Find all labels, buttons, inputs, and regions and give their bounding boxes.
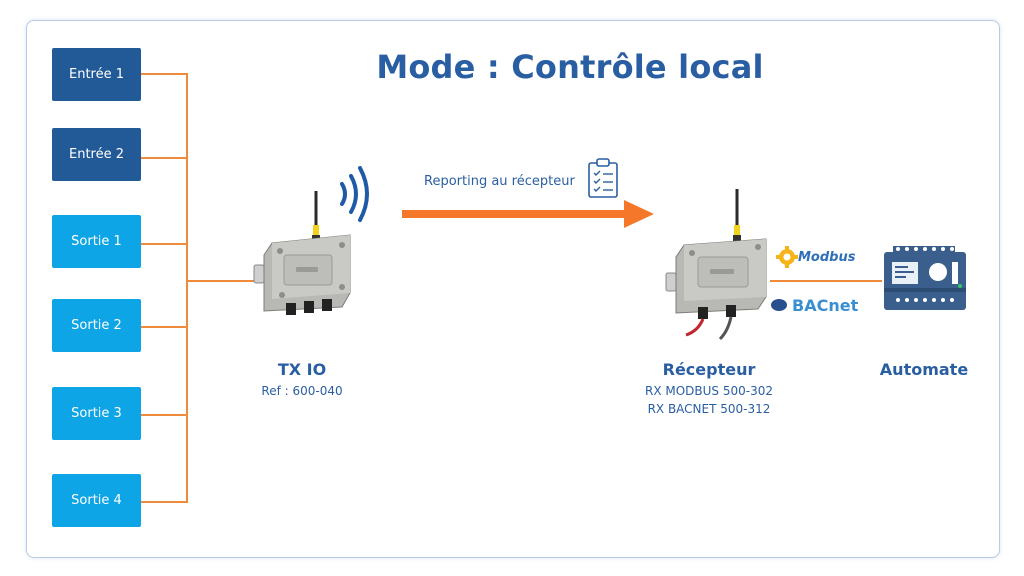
- clipboard-checklist-icon: [588, 158, 618, 198]
- wireless-signal-icon: [340, 166, 369, 222]
- connector-output-2: [141, 326, 187, 328]
- receiver-ref-bacnet: RX BACNET 500-312: [647, 402, 771, 416]
- transmitter-ref: Ref : 600-040: [261, 384, 343, 398]
- receiver-ref-modbus: RX MODBUS 500-302: [645, 384, 773, 398]
- diagram-frame: [26, 20, 1000, 558]
- connector-to-controller: [770, 280, 882, 282]
- bacnet-badge-icon: [771, 299, 787, 311]
- bacnet-logo: BACnet: [770, 292, 866, 318]
- diagram-title: Mode : Contrôle local: [376, 48, 764, 86]
- connector-input-1: [141, 73, 187, 75]
- controller-plc-icon: [884, 245, 966, 310]
- input-box-2: Entrée 2: [52, 128, 141, 181]
- output-box-3: Sortie 3: [52, 387, 141, 440]
- output-box-4: Sortie 4: [52, 474, 141, 527]
- output-box-2: Sortie 2: [52, 299, 141, 352]
- reporting-label: Reporting au récepteur: [424, 174, 575, 189]
- modbus-logo: Modbus: [776, 242, 868, 272]
- modbus-gear-icon: [776, 246, 798, 268]
- connector-to-transmitter: [186, 280, 260, 282]
- receiver-device-icon: [665, 189, 767, 341]
- transmitter-device-icon: [253, 191, 351, 315]
- bacnet-logo-text: BACnet: [792, 295, 859, 315]
- transmitter-title: TX IO: [277, 360, 327, 379]
- connector-output-1: [141, 243, 187, 245]
- output-box-1: Sortie 1: [52, 215, 141, 268]
- connector-output-3: [141, 414, 187, 416]
- controller-title: Automate: [879, 360, 969, 379]
- connector-output-4: [141, 501, 187, 503]
- receiver-title: Récepteur: [662, 360, 756, 379]
- reporting-arrow: [402, 200, 654, 228]
- connector-input-2: [141, 157, 187, 159]
- modbus-logo-text: Modbus: [798, 249, 856, 265]
- input-box-1: Entrée 1: [52, 48, 141, 101]
- connector-bus: [186, 73, 188, 503]
